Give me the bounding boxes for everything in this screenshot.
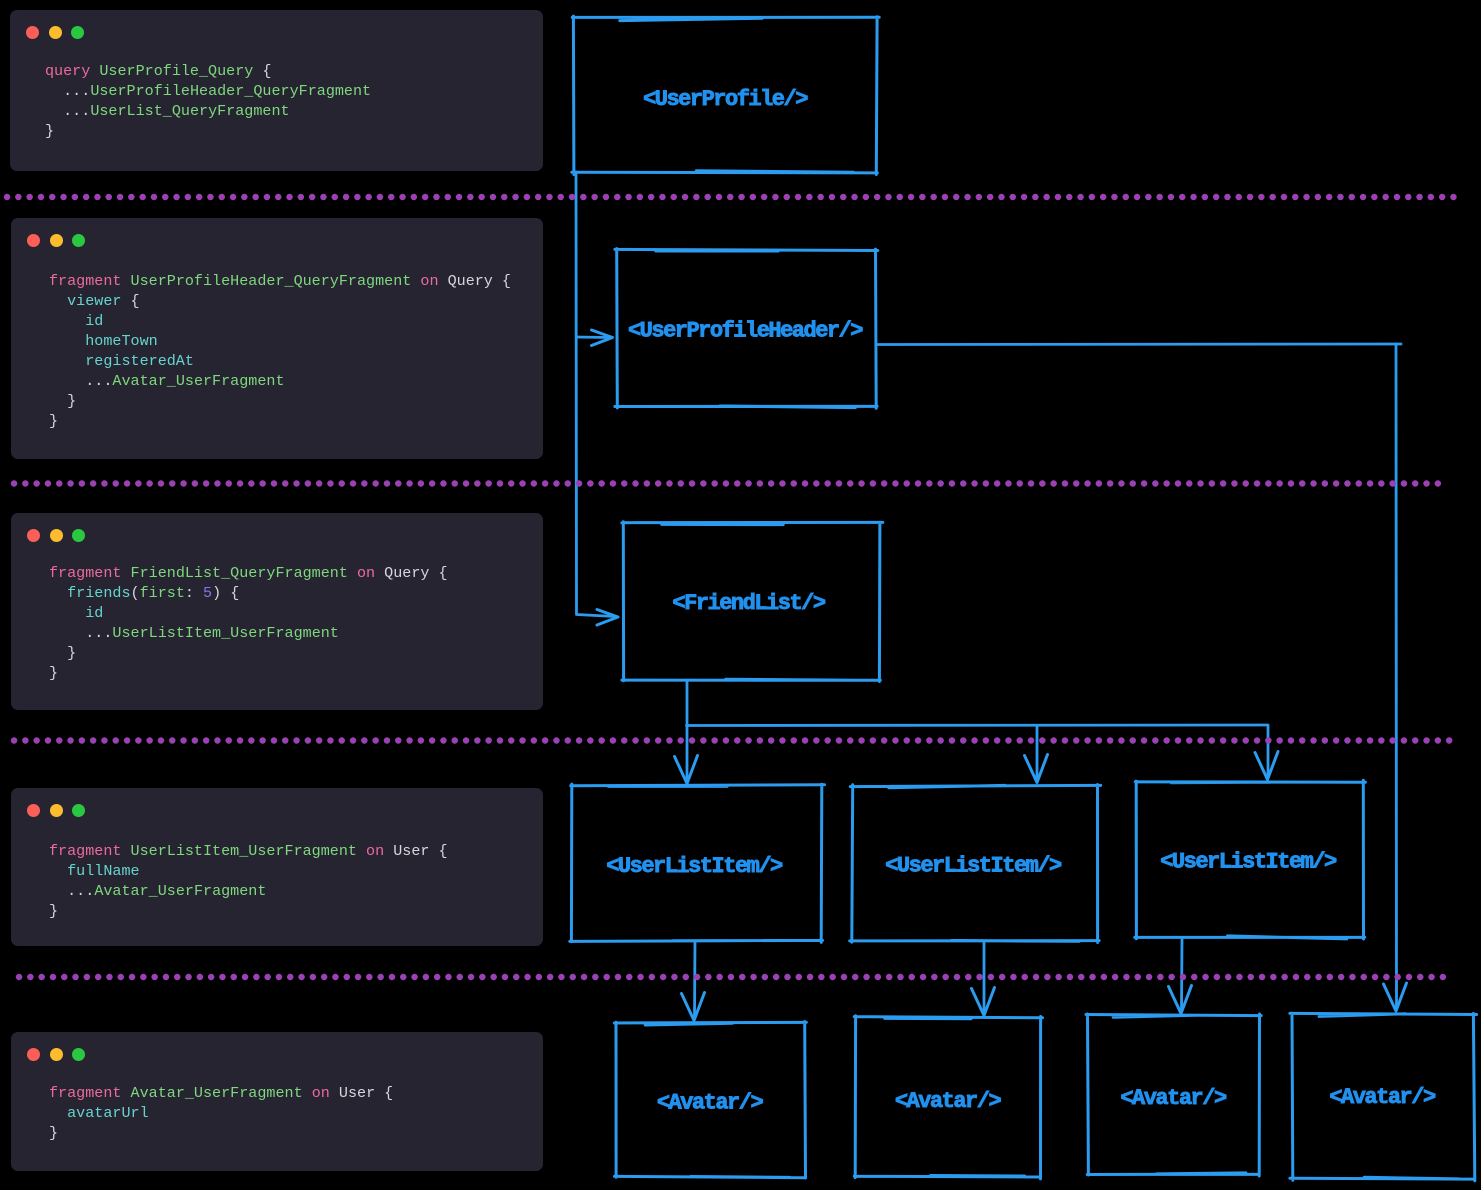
- svg-text:<FriendList/>: <FriendList/>: [672, 591, 825, 616]
- svg-text:<UserListItem/>: <UserListItem/>: [885, 854, 1062, 879]
- svg-text:<UserProfile/>: <UserProfile/>: [643, 87, 808, 112]
- svg-text:<UserListItem/>: <UserListItem/>: [1160, 850, 1337, 875]
- svg-text:<Avatar/>: <Avatar/>: [1120, 1086, 1227, 1111]
- svg-text:<Avatar/>: <Avatar/>: [1329, 1085, 1436, 1110]
- svg-text:<UserListItem/>: <UserListItem/>: [606, 854, 783, 879]
- svg-text:<Avatar/>: <Avatar/>: [895, 1089, 1002, 1114]
- svg-text:<Avatar/>: <Avatar/>: [657, 1091, 764, 1116]
- svg-text:<UserProfileHeader/>: <UserProfileHeader/>: [628, 319, 863, 344]
